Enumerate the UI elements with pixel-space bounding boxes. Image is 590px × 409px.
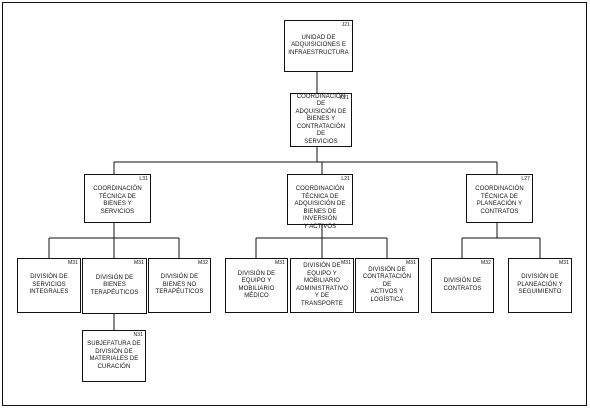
unit-code: M31 [274, 260, 285, 266]
unit-code: L27 [521, 176, 530, 182]
unit-name: SUBJEFATURA DE DIVISIÓN DE MATERIALES DE… [87, 341, 141, 370]
unit-box-m31-terapeuticos: M31 DIVISIÓN DE BIENES TERAPÉUTICOS [82, 258, 147, 314]
unit-box-m31-activos-logistica: M31 DIVISIÓN DE CONTRATACIÓN DE ACTIVOS … [355, 258, 419, 313]
unit-name: DIVISIÓN DE EQUIPO Y MOBILIARIO ADMINIST… [296, 263, 348, 307]
unit-box-l27: L27 COORDINACIÓN TÉCNICA DE PLANEACIÓN Y… [466, 174, 533, 223]
unit-code: N31 [133, 332, 143, 338]
unit-box-k21: K21 COORDINACIÓN DE ADQUISICIÓN DE BIENE… [290, 93, 352, 147]
unit-name: DIVISIÓN DE SERVICIOS INTEGRALES [29, 274, 69, 296]
unit-code: L21 [341, 176, 350, 182]
unit-code: M32 [480, 260, 491, 266]
unit-name: DIVISIÓN DE CONTRATOS [443, 278, 482, 292]
unit-name: DIVISIÓN DE BIENES TERAPÉUTICOS [90, 274, 139, 296]
unit-code: M31 [133, 260, 144, 266]
unit-box-l31: L31 COORDINACIÓN TÉCNICA DE BIENES Y SER… [84, 174, 151, 223]
unit-name: DIVISIÓN DE EQUIPO Y MOBILIARIO MÉDICO [237, 270, 276, 300]
unit-box-m32-contratos: M32 DIVISIÓN DE CONTRATOS [431, 258, 494, 313]
unit-code: M31 [558, 260, 569, 266]
unit-box-m31-equipo-medico: M31 DIVISIÓN DE EQUIPO Y MOBILIARIO MÉDI… [225, 258, 288, 313]
unit-code: M31 [340, 260, 351, 266]
unit-name: UNIDAD DE ADQUISICIONES E INFRAESTRUCTUR… [288, 34, 349, 56]
unit-name: COORDINACIÓN TÉCNICA DE ADQUISICIÓN DE B… [294, 186, 346, 230]
unit-code: J21 [341, 22, 350, 28]
unit-code: M31 [67, 260, 78, 266]
unit-code: K21 [339, 95, 349, 101]
unit-box-m32-no-terapeuticos: M32 DIVISIÓN DE BIENES NO TERAPÉUTICOS [148, 258, 211, 313]
unit-name: DIVISIÓN DE PLANEACIÓN Y SEGUIMIENTO [517, 274, 563, 296]
unit-name: DIVISIÓN DE BIENES NO TERAPÉUTICOS [155, 274, 204, 296]
unit-box-l21: L21 COORDINACIÓN TÉCNICA DE ADQUISICIÓN … [287, 174, 353, 230]
unit-code: L31 [139, 176, 148, 182]
unit-name: COORDINACIÓN TÉCNICA DE PLANEACIÓN Y CON… [475, 186, 524, 215]
unit-code: M32 [197, 260, 208, 266]
unit-code: M31 [405, 260, 416, 266]
unit-box-m31-equipo-administrativo: M31 DIVISIÓN DE EQUIPO Y MOBILIARIO ADMI… [290, 258, 354, 313]
unit-box-m31-planeacion: M31 DIVISIÓN DE PLANEACIÓN Y SEGUIMIENTO [508, 258, 572, 313]
unit-name: DIVISIÓN DE CONTRATACIÓN DE ACTIVOS Y LO… [362, 266, 412, 303]
unit-box-m31-servicios: M31 DIVISIÓN DE SERVICIOS INTEGRALES [17, 258, 81, 313]
unit-box-n31: N31 SUBJEFATURA DE DIVISIÓN DE MATERIALE… [82, 330, 146, 382]
unit-name: COORDINACIÓN TÉCNICA DE BIENES Y SERVICI… [93, 186, 142, 215]
unit-box-j21: J21 UNIDAD DE ADQUISICIONES E INFRAESTRU… [284, 20, 353, 72]
chart-frame [2, 2, 587, 406]
unit-name: COORDINACIÓN DE ADQUISICIÓN DE BIENES Y … [295, 93, 347, 145]
